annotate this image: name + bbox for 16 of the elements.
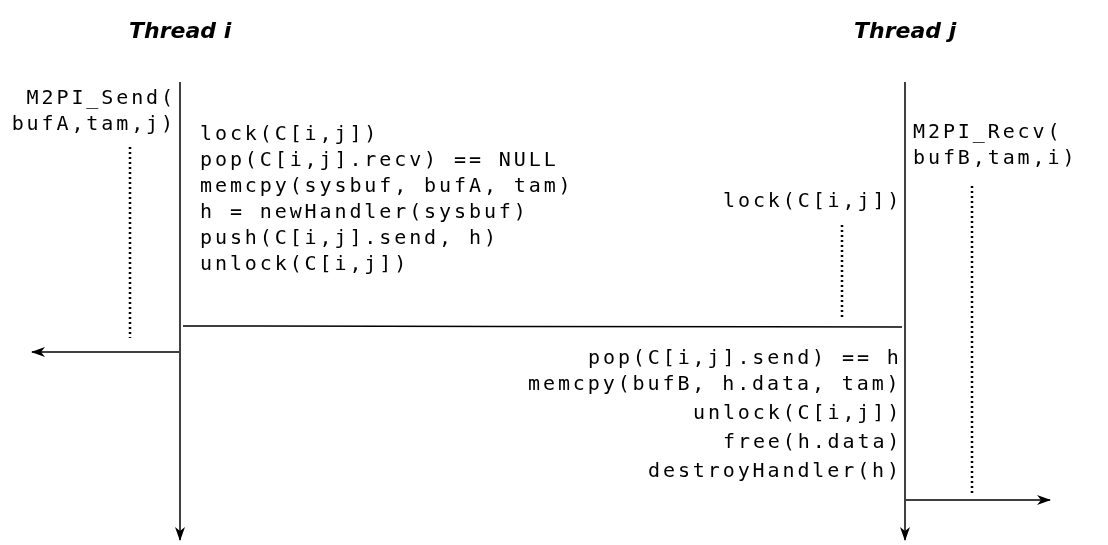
code-text: memcpy(bufB, h.data, tam) bbox=[528, 370, 902, 396]
thread-heading: Thread i bbox=[129, 18, 232, 43]
code-text: memcpy(sysbuf, bufA, tam) bbox=[200, 172, 574, 198]
thread-heading: Thread j bbox=[854, 18, 957, 43]
function-call: M2PI_Send( bufA,tam,j) bbox=[10, 84, 176, 136]
code-text: push(C[i,j].send, h) bbox=[200, 224, 499, 250]
code-text: pop(C[i,j].recv) == NULL bbox=[200, 146, 559, 172]
code-text: lock(C[i,j]) bbox=[723, 187, 903, 213]
code-text: pop(C[i,j].send) == h bbox=[588, 344, 902, 370]
code-text: unlock(C[i,j]) bbox=[200, 250, 410, 276]
code-text: destroyHandler(h) bbox=[648, 457, 902, 483]
code-text: lock(C[i,j]) bbox=[200, 120, 380, 146]
code-text: unlock(C[i,j]) bbox=[693, 399, 903, 425]
code-text: h = newHandler(sysbuf) bbox=[200, 198, 529, 224]
function-call: M2PI_Recv( bufB,tam,i) bbox=[913, 118, 1079, 170]
code-text: free(h.data) bbox=[723, 428, 903, 454]
